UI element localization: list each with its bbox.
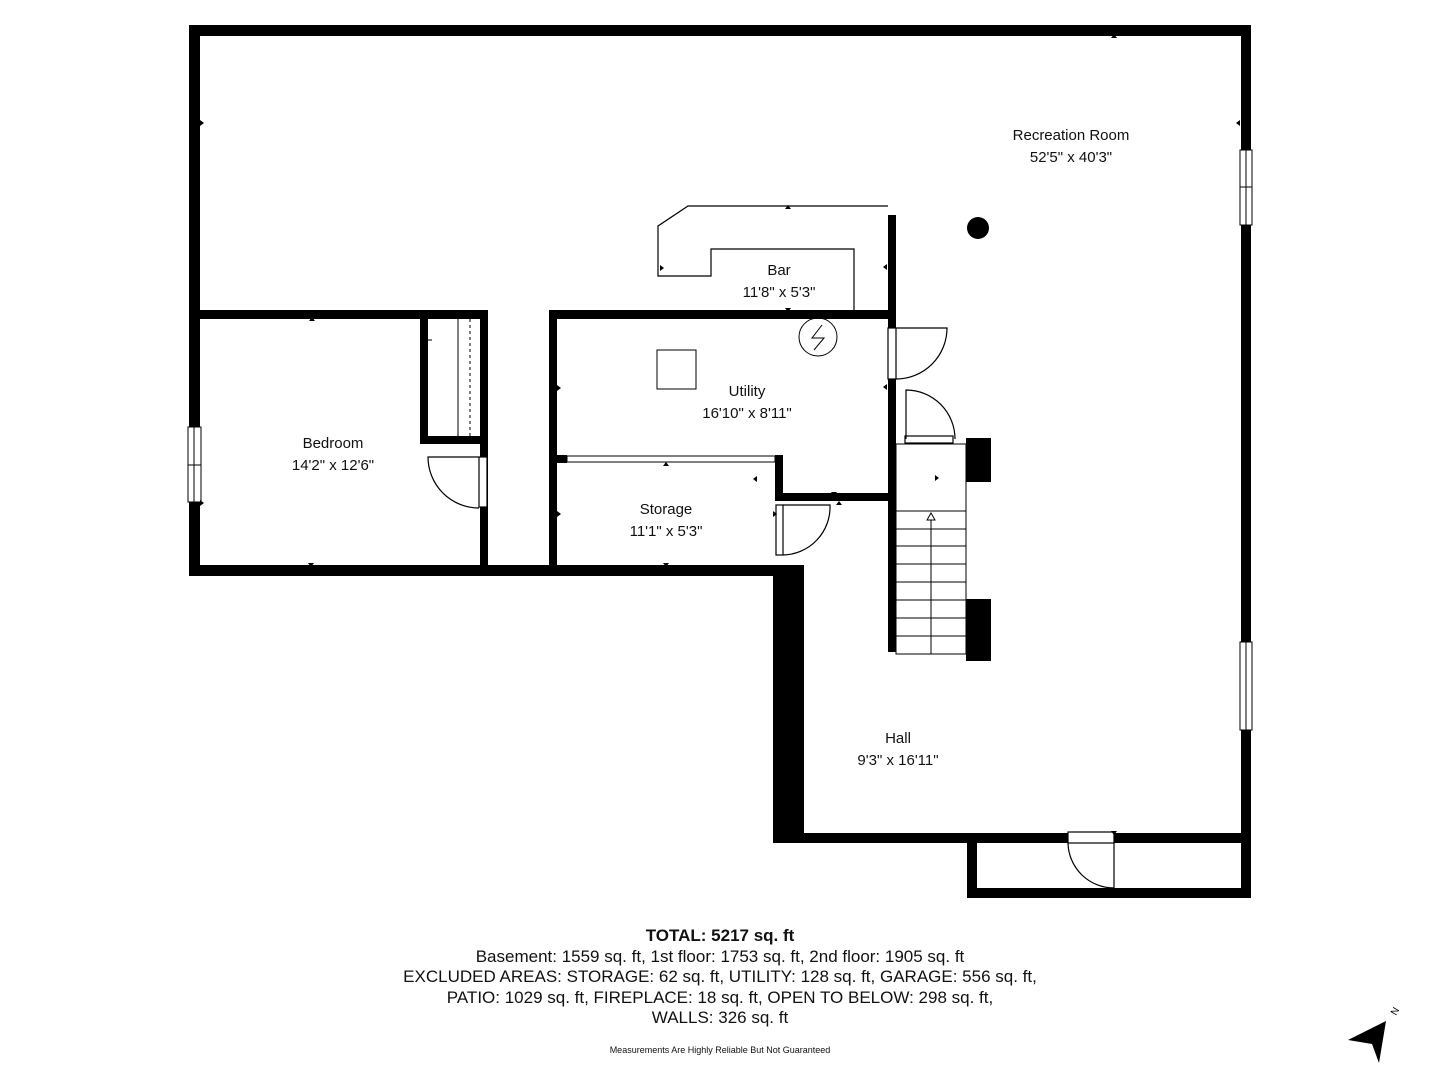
excluded-areas-2: PATIO: 1029 sq. ft, FIREPLACE: 18 sq. ft… bbox=[446, 987, 994, 1007]
excluded-areas-1: EXCLUDED AREAS: STORAGE: 62 sq. ft, UTIL… bbox=[403, 967, 1037, 986]
stairs bbox=[895, 438, 991, 661]
bedroom-dims: 14'2" x 12'6" bbox=[292, 457, 374, 474]
storage-name: Storage bbox=[640, 501, 693, 518]
utility-door bbox=[887, 327, 948, 380]
bar-counter bbox=[657, 205, 888, 310]
storage-door bbox=[775, 504, 831, 556]
utility-fixtures bbox=[656, 317, 838, 390]
north-arrow-icon: N bbox=[1348, 1006, 1402, 1063]
utility-dims: 16'10" x 8'11" bbox=[702, 405, 792, 422]
hall-exterior-door bbox=[1067, 831, 1115, 889]
recreation-room-dims: 52'5" x 40'3" bbox=[1030, 149, 1112, 166]
utility-walls bbox=[549, 215, 896, 652]
storage-dims: 11'1" x 5'3" bbox=[630, 523, 703, 540]
recreation-room-name: Recreation Room bbox=[1013, 127, 1130, 144]
north-label: N bbox=[1389, 1006, 1402, 1018]
windows bbox=[187, 149, 1253, 731]
bedroom-walls bbox=[189, 310, 488, 576]
hall-dims: 9'3" x 16'11" bbox=[857, 752, 938, 769]
exterior-walls bbox=[189, 25, 1251, 898]
utility-name: Utility bbox=[729, 383, 766, 400]
storage-sliding-door bbox=[566, 455, 776, 463]
bar-dims: 11'8" x 5'3" bbox=[743, 284, 816, 301]
closet bbox=[428, 319, 471, 436]
dimension-markers bbox=[200, 34, 1240, 835]
bar-name: Bar bbox=[767, 262, 790, 279]
hall-name: Hall bbox=[885, 730, 911, 747]
floor-areas: Basement: 1559 sq. ft, 1st floor: 1753 s… bbox=[475, 946, 965, 966]
disclaimer: Measurements Are Highly Reliable But Not… bbox=[609, 1045, 831, 1055]
area-summary: TOTAL: 5217 sq. ft Basement: 1559 sq. ft… bbox=[0, 926, 1440, 1029]
total-area: TOTAL: 5217 sq. ft bbox=[645, 926, 795, 945]
stair-door bbox=[904, 389, 956, 444]
walls-area: WALLS: 326 sq. ft bbox=[651, 1008, 789, 1027]
bedroom-name: Bedroom bbox=[303, 435, 364, 452]
column bbox=[967, 217, 989, 239]
storage-walls bbox=[549, 455, 567, 463]
bedroom-door bbox=[427, 456, 488, 509]
